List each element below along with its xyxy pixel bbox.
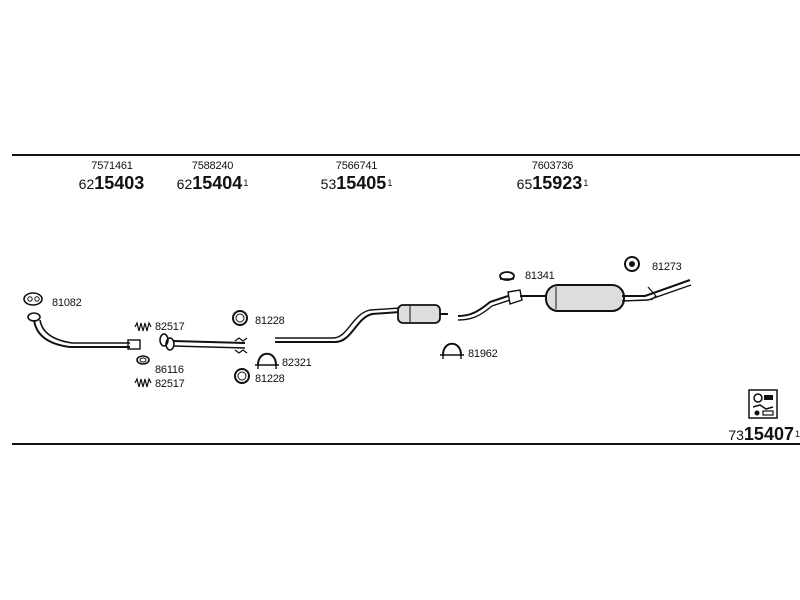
part-label-82321: 82321: [282, 357, 312, 369]
group-number: 7603736: [531, 160, 574, 172]
group-rear-silencer: 7603736 65159231: [510, 160, 595, 194]
group-intermediate-pipe: 7588240 62154041: [170, 160, 255, 194]
bottom-rule: [12, 443, 800, 445]
front-pipe: [27, 312, 141, 350]
group-number: 7566741: [335, 160, 378, 172]
rear-pipe: [457, 289, 548, 321]
group-number: 7571461: [91, 160, 133, 172]
rear-silencer: [545, 279, 692, 312]
middle-silencer-pipe: [275, 304, 448, 343]
top-rule: [12, 154, 800, 156]
part-label-81082: 81082: [52, 297, 82, 309]
spring-82517-top: [134, 321, 152, 332]
part-label-82517-top: 82517: [155, 321, 185, 333]
gasket-81082: [23, 292, 43, 306]
part-label-82517-bottom: 82517: [155, 378, 185, 390]
group-code: 65159231: [516, 173, 589, 193]
ring-81228-top: [232, 310, 248, 326]
group-front-pipe: 7571461 6215403: [72, 160, 152, 194]
clamp-81962: [440, 342, 464, 359]
group-middle-silencer: 7566741 53154051: [314, 160, 399, 194]
assembly-kit-icon: [748, 389, 778, 419]
part-label-81273: 81273: [652, 261, 682, 273]
clamp-82321: [255, 352, 279, 369]
group-code: 62154041: [176, 173, 249, 193]
kit-code: 73154071: [728, 424, 800, 444]
group-number: 7588240: [191, 160, 234, 172]
intermediate-pipe: [172, 337, 248, 354]
hanger-81273: [624, 256, 640, 272]
ring-86116: [136, 355, 150, 365]
group-code: 53154051: [320, 173, 393, 193]
part-label-86116: 86116: [155, 364, 184, 376]
part-label-81228-bottom: 81228: [255, 373, 285, 385]
ring-81228-bottom: [234, 368, 250, 384]
part-label-81962: 81962: [468, 348, 498, 360]
hanger-81341: [499, 271, 515, 281]
spring-82517-bottom: [134, 377, 152, 388]
joint-flange: [159, 333, 175, 351]
part-label-81228-top: 81228: [255, 315, 285, 327]
part-label-81341: 81341: [525, 270, 555, 282]
group-code: 6215403: [78, 173, 145, 193]
